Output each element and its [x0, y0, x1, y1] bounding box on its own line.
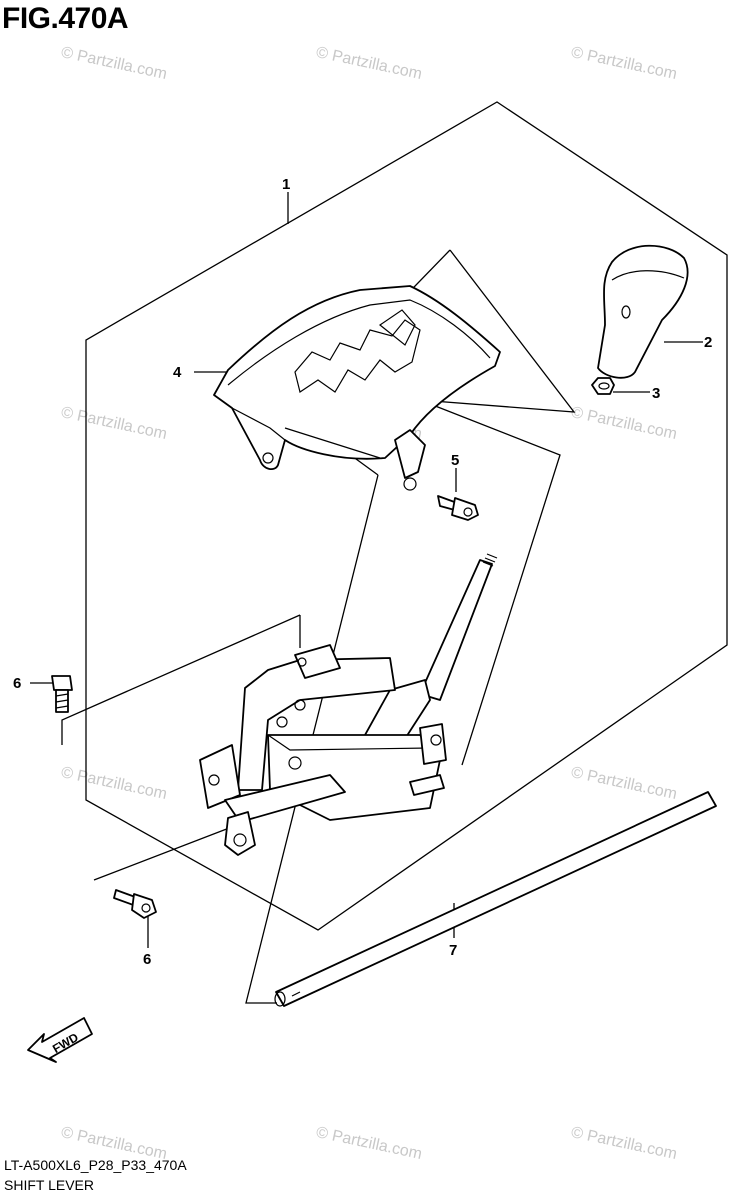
- assembly-outline: [85, 101, 728, 931]
- callout-1: 1: [282, 176, 290, 193]
- callout-2: 2: [704, 334, 712, 351]
- fwd-arrow-icon: FWD: [27, 1017, 93, 1063]
- figure-code: LT-A500XL6_P28_P33_470A: [4, 1157, 187, 1173]
- figure-caption: SHIFT LEVER: [4, 1177, 94, 1193]
- callout-3: 3: [652, 385, 660, 402]
- bolt-part-6-lower: [113, 889, 157, 919]
- nut-part-3: [591, 377, 615, 395]
- callout-4: 4: [173, 364, 182, 381]
- knob-part-2: [597, 244, 689, 379]
- rod-part-7: [274, 791, 717, 1007]
- callout-6: 6: [143, 951, 151, 968]
- callout-6: 6: [13, 675, 21, 692]
- callout-7: 7: [449, 942, 457, 959]
- callout-5: 5: [451, 452, 459, 469]
- shift-cover-part: [213, 285, 501, 491]
- lower-bracket-part: [199, 644, 447, 856]
- bolt-part-6-upper: [51, 675, 73, 713]
- figure-title: FIG.470A: [2, 2, 129, 35]
- bolt-part-5: [437, 495, 479, 521]
